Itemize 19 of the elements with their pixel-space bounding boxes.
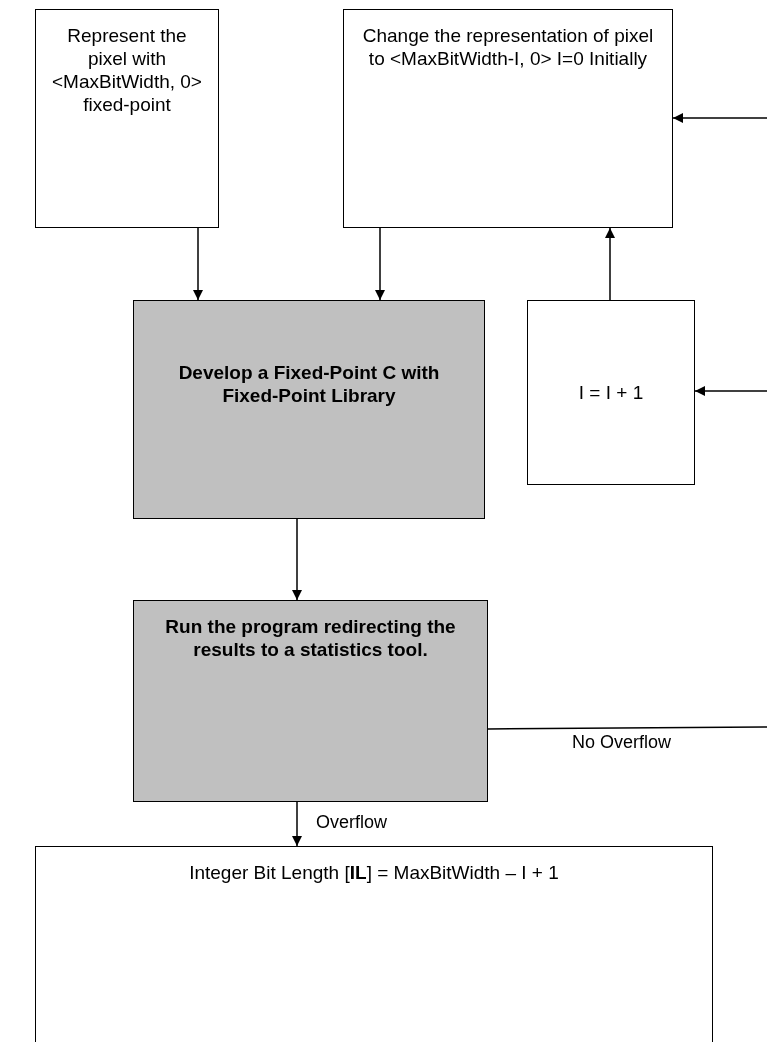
box-text: Represent the pixel with <MaxBitWidth, 0> fixed-point xyxy=(52,24,202,116)
step-box xyxy=(35,9,219,228)
arrow xyxy=(605,227,615,301)
process-box xyxy=(133,600,488,802)
box-text: Develop a Fixed-Point C with Fixed-Point Library xyxy=(177,361,441,407)
step-box xyxy=(527,300,695,485)
step-box xyxy=(35,846,713,1042)
step-box xyxy=(343,9,673,228)
box-text: Run the program redirecting the results to a statistics tool. xyxy=(164,615,457,661)
arrow xyxy=(292,801,302,847)
box-text: Integer Bit Length [IL] = MaxBitWidth – I + 1 xyxy=(189,861,559,884)
arrow xyxy=(193,227,203,301)
arrow xyxy=(292,518,302,601)
box-text: Change the representation of pixel to <MaxBitWidth-I, 0> I=0 Initially xyxy=(361,24,655,70)
arrow xyxy=(375,227,385,301)
box-text: I = I + 1 xyxy=(578,381,644,404)
process-box xyxy=(133,300,485,519)
arrow xyxy=(694,386,767,396)
arrow xyxy=(672,113,767,123)
